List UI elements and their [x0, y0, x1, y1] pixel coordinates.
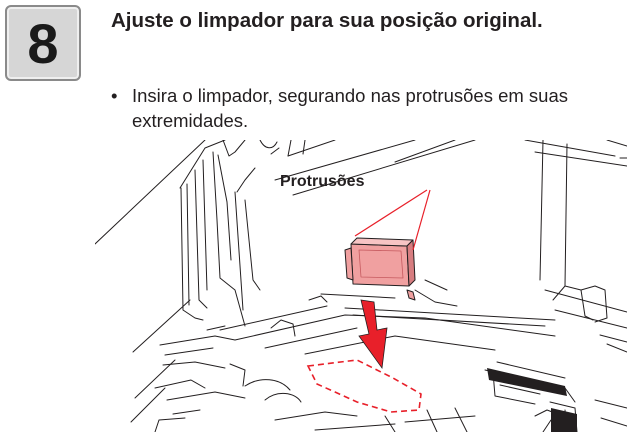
insert-direction-arrow: [358, 299, 388, 370]
target-slot-outline: [306, 359, 422, 413]
wiper-insertion-illustration: [95, 140, 627, 432]
bullet-icon: •: [111, 85, 118, 106]
protrusions-label: Protrusões: [280, 173, 365, 190]
instruction-text: Insira o limpador, segurando nas protrus…: [132, 85, 569, 131]
callout-lines: [354, 189, 431, 251]
step-title: Ajuste o limpador para sua posição origi…: [111, 9, 543, 32]
wiper-part: [344, 237, 416, 301]
instruction-list-item: • Insira o limpador, segurando nas protr…: [111, 83, 616, 133]
black-rollers: [487, 368, 577, 432]
printer-interior-drawing: [95, 140, 627, 432]
step-number-badge: 8: [5, 5, 81, 81]
